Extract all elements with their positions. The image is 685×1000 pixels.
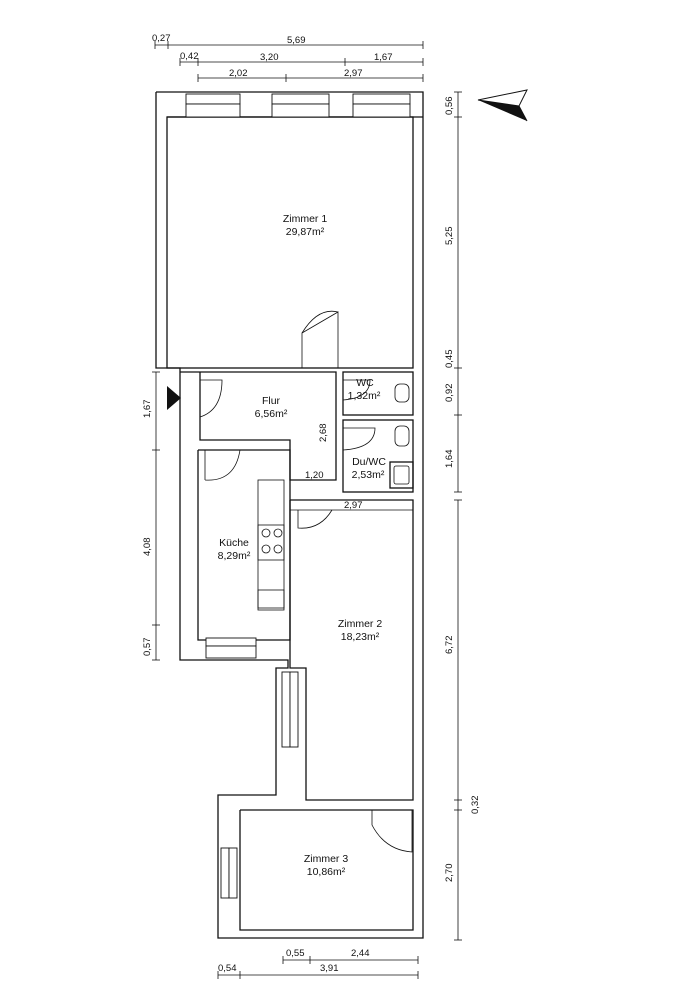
wc: WC 1,32m²	[342, 371, 414, 416]
room-area-zimmer-2: 18,23m²	[341, 631, 380, 643]
dim-top-1: 5,69	[287, 35, 306, 46]
room-area-zimmer-3: 10,86m²	[307, 866, 346, 878]
dim-right-7: 2,70	[444, 864, 455, 883]
dim-top-5: 2,02	[229, 68, 248, 79]
dim-right-3: 0,92	[444, 384, 455, 403]
dim-top-3: 3,20	[260, 52, 279, 63]
room-area-flur: 6,56m²	[255, 408, 288, 420]
room-name-wc: WC	[356, 377, 374, 389]
room-name-zimmer-3: Zimmer 3	[304, 853, 348, 865]
dim-top-4: 1,67	[374, 52, 393, 63]
dim-interior-2: 2,97	[344, 500, 363, 511]
door-entrance	[199, 379, 223, 418]
room-area-wc: 1,32m²	[348, 390, 381, 402]
left-dimensions: 1,67 4,08 0,57	[142, 371, 160, 661]
dim-interior-0: 2,68	[318, 424, 329, 443]
dim-bottom-1: 2,44	[351, 948, 370, 959]
north-arrow-icon	[477, 89, 528, 122]
dim-right-5: 6,72	[444, 636, 455, 655]
kueche: Küche 8,29m²	[197, 449, 291, 659]
dim-top-2: 0,42	[180, 51, 199, 62]
dim-right-0: 0,56	[444, 97, 455, 116]
room-name-du-wc: Du/WC	[352, 456, 386, 468]
zimmer-1: Zimmer 1 29,87m²	[166, 93, 414, 369]
dim-right-4: 1,64	[444, 450, 455, 469]
dim-interior-1: 1,20	[305, 470, 324, 481]
entrance-arrow-icon	[167, 386, 181, 410]
du-wc: Du/WC 2,53m²	[342, 419, 414, 493]
dim-bottom-0: 0,55	[286, 948, 305, 959]
room-area-du-wc: 2,53m²	[352, 469, 385, 481]
room-name-kueche: Küche	[219, 537, 249, 549]
room-area-kueche: 8,29m²	[218, 550, 251, 562]
room-name-zimmer-1: Zimmer 1	[283, 213, 327, 225]
dim-left-1: 4,08	[142, 538, 153, 557]
dim-top-6: 2,97	[344, 68, 363, 79]
dim-bottom-3: 3,91	[320, 963, 339, 974]
room-area-zimmer-1: 29,87m²	[286, 226, 325, 238]
top-dimensions: 0,27 5,69 0,42 3,20 1,67 2,02 2,97	[152, 33, 424, 82]
door-zimmer-1	[301, 311, 339, 368]
room-name-flur: Flur	[262, 395, 281, 407]
dim-left-0: 1,67	[142, 400, 153, 419]
right-dimensions: 0,56 5,25 0,45 0,92 1,64 6,72 0,32 2,70	[444, 91, 481, 941]
flur: Flur 6,56m² 2,68 1,20	[180, 371, 337, 481]
room-name-zimmer-2: Zimmer 2	[338, 618, 382, 630]
dim-top-0: 0,27	[152, 33, 171, 44]
zimmer-2: 2,97 Zimmer 2 18,23m²	[281, 499, 414, 801]
bottom-dimensions: 0,55 2,44 0,54 3,91	[217, 948, 419, 979]
zimmer-3: Zimmer 3 10,86m²	[220, 809, 414, 931]
dim-left-2: 0,57	[142, 638, 153, 657]
dim-right-1: 5,25	[444, 227, 455, 246]
dim-right-6: 0,32	[470, 796, 481, 815]
dim-right-2: 0,45	[444, 350, 455, 369]
dim-bottom-2: 0,54	[218, 963, 237, 974]
